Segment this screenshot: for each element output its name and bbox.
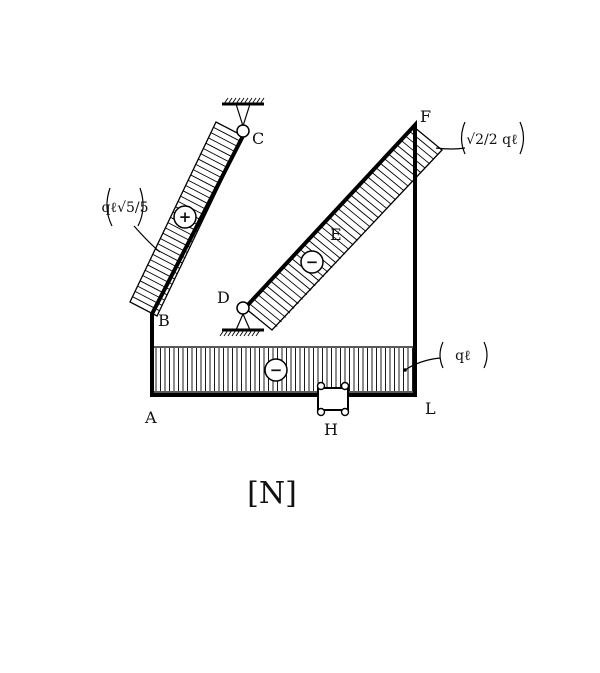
hatch-line	[185, 185, 213, 200]
ground-hatch-line	[243, 329, 249, 337]
hatch-line	[337, 208, 367, 232]
hatch-line	[261, 289, 291, 314]
wall-hatch-line	[243, 97, 249, 105]
hatch-line	[253, 298, 282, 323]
wall-hatch-line	[255, 97, 261, 105]
sign-df: −	[306, 253, 319, 271]
hatch-line	[274, 275, 303, 300]
annotation-al: qℓ	[403, 341, 488, 372]
ground-hatch-line	[251, 329, 257, 337]
hatch-line	[203, 148, 231, 163]
hatch-line	[195, 163, 223, 179]
hatch-line	[316, 230, 346, 255]
hatch-line	[193, 169, 221, 185]
sign-al: −	[270, 361, 283, 379]
hinge-support-d	[219, 301, 264, 337]
hatch-line	[320, 226, 350, 250]
annotation-bc-value: qℓ√5/5	[101, 200, 148, 216]
sign-marker-df: −	[300, 250, 324, 274]
wall-hatch-line	[251, 97, 257, 105]
hatch-line	[346, 199, 375, 223]
hatch-line	[358, 185, 388, 210]
band-al-hatching	[155, 348, 413, 391]
ground-hatch-line	[227, 329, 233, 337]
wall-hatch-line	[259, 97, 265, 105]
hatch-line	[367, 176, 396, 201]
ground-hatch-line	[219, 329, 225, 337]
hatch-line	[308, 239, 337, 264]
normal-force-band-df	[244, 126, 443, 331]
ground-hatch-line	[235, 329, 241, 337]
hatch-line	[248, 303, 278, 327]
hatch-line	[286, 262, 316, 287]
hatch-line	[180, 195, 208, 211]
hatch-line	[396, 144, 426, 169]
point-label-l: L	[425, 399, 436, 418]
hatch-line	[405, 135, 434, 160]
point-label-f: F	[420, 107, 431, 126]
support-c-wall-hatching	[223, 97, 265, 105]
hatch-line	[375, 167, 405, 192]
hatch-line	[363, 180, 392, 205]
hatch-line	[312, 235, 341, 259]
hatch-line	[265, 285, 295, 309]
hatch-line	[190, 174, 218, 190]
hatch-line	[198, 158, 226, 174]
hatch-line	[388, 153, 417, 178]
hatch-line	[182, 190, 211, 206]
wall-hatch-line	[235, 97, 241, 105]
hatch-line	[210, 132, 239, 147]
hatch-line	[187, 179, 216, 195]
point-label-a: A	[144, 408, 157, 427]
hatch-line	[167, 222, 196, 237]
hatch-line	[213, 126, 241, 142]
annotation-df: √2/2 qℓ	[435, 121, 525, 155]
sign-marker-bc: +	[173, 205, 197, 229]
hatch-line	[208, 137, 236, 153]
hatch-line	[350, 194, 379, 219]
annotation-al-value: qℓ	[455, 348, 471, 364]
hinge-support-c	[222, 97, 265, 138]
hatch-line	[278, 271, 308, 296]
hatch-line	[384, 158, 413, 183]
point-label-c: C	[252, 129, 264, 148]
hatch-line	[282, 266, 312, 291]
hatch-line	[324, 221, 354, 246]
sign-bc: +	[179, 208, 192, 226]
ground-hatch-line	[247, 329, 253, 337]
wall-hatch-line	[231, 97, 237, 105]
structure-frame	[150, 119, 417, 397]
wall-hatch-line	[223, 97, 229, 105]
hatch-line	[200, 153, 229, 169]
roller-support-h	[316, 381, 350, 417]
hatch-line	[354, 190, 384, 214]
unit-label: [N]	[247, 476, 297, 511]
point-label-d: D	[217, 288, 230, 307]
hatch-line	[205, 142, 234, 158]
ground-hatch-line	[255, 329, 261, 337]
hatch-line	[379, 162, 409, 187]
hatch-line	[329, 217, 358, 241]
annotation-df-value: √2/2 qℓ	[466, 132, 518, 148]
hatch-line	[257, 294, 286, 318]
ground-hatch-line	[239, 329, 245, 337]
point-label-e: E	[330, 225, 342, 244]
wall-hatch-line	[239, 97, 245, 105]
point-label-b: B	[158, 311, 170, 330]
hatch-line	[341, 203, 371, 228]
sign-marker-al: −	[264, 358, 288, 382]
hatch-line	[333, 212, 363, 237]
point-label-h: H	[324, 420, 338, 439]
hatch-line	[270, 280, 299, 305]
band-df-hatching	[248, 131, 439, 327]
wall-hatch-line	[227, 97, 233, 105]
support-d-ground-hatching	[219, 329, 261, 337]
annotation-bc: qℓ√5/5	[101, 187, 161, 253]
hatch-line	[371, 171, 401, 196]
ground-hatch-line	[231, 329, 237, 337]
ground-hatch-line	[223, 329, 229, 337]
wall-hatch-line	[247, 97, 253, 105]
